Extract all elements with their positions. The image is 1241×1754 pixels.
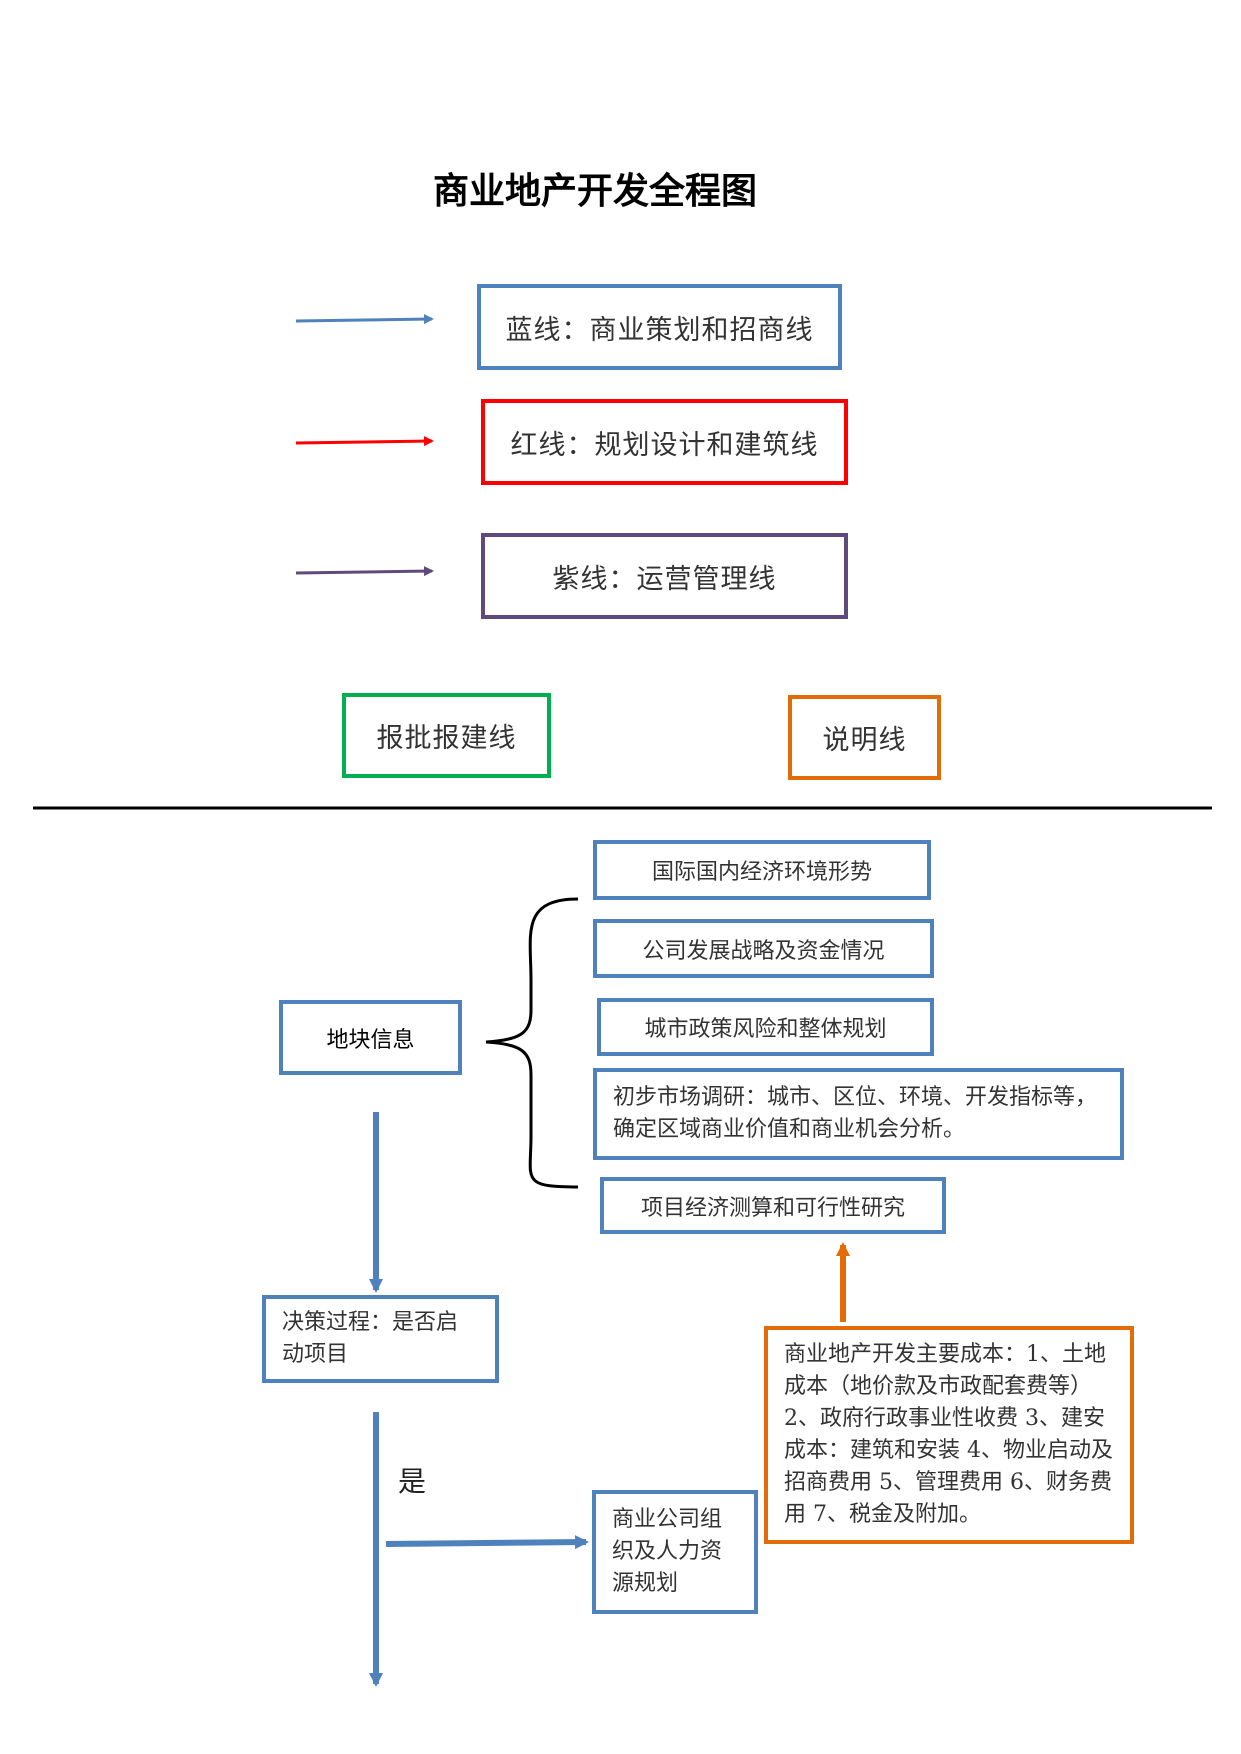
factor-box-4: 初步市场调研：城市、区位、环境、开发指标等，确定区域商业价值和商业机会分析。 <box>593 1068 1124 1160</box>
land-info-label: 地块信息 <box>326 1027 415 1053</box>
factor-box-5: 项目经济测算和可行性研究 <box>600 1177 946 1234</box>
legend-orange-label: 说明线 <box>822 725 907 756</box>
factor-label-1: 国际国内经济环境形势 <box>651 860 872 885</box>
factor-box-2: 公司发展战略及资金情况 <box>593 919 934 978</box>
org-planning-label: 商业公司组织及人力资源规划 <box>612 1507 723 1596</box>
legend-purple-box: 紫线：运营管理线 <box>481 533 848 619</box>
cost-note-label: 商业地产开发主要成本：1、土地成本（地价款及市政配套费等）2、政府行政事业性收费… <box>784 1342 1113 1527</box>
legend-red-label: 红线：规划设计和建筑线 <box>510 429 819 461</box>
legend-blue-box: 蓝线：商业策划和招商线 <box>477 284 842 370</box>
yes-label: 是 <box>398 1465 427 1498</box>
legend-green-box: 报批报建线 <box>342 693 551 778</box>
factor-box-3: 城市政策风险和整体规划 <box>597 998 934 1056</box>
legend-blue-label: 蓝线：商业策划和招商线 <box>505 314 814 346</box>
legend-purple-label: 紫线：运营管理线 <box>552 563 777 595</box>
legend-green-label: 报批报建线 <box>376 723 517 754</box>
legend-red-arrow <box>295 436 434 447</box>
legend-blue-arrow <box>295 314 434 325</box>
factor-box-1: 国际国内经济环境形势 <box>593 840 931 900</box>
factor-label-5: 项目经济测算和可行性研究 <box>640 1195 905 1221</box>
page-title: 商业地产开发全程图 <box>432 171 757 212</box>
factor-label-4: 初步市场调研：城市、区位、环境、开发指标等，确定区域商业价值和商业机会分析。 <box>613 1085 1098 1142</box>
decision-label: 决策过程：是否启动项目 <box>282 1310 459 1367</box>
org-planning-box: 商业公司组织及人力资源规划 <box>592 1490 758 1614</box>
legend-purple-arrow <box>295 566 434 577</box>
arrow-to-org-planning <box>385 1535 589 1550</box>
factor-brace <box>485 897 579 1189</box>
cost-note-box: 商业地产开发主要成本：1、土地成本（地价款及市政配套费等）2、政府行政事业性收费… <box>764 1326 1134 1544</box>
factor-label-2: 公司发展战略及资金情况 <box>642 938 885 964</box>
decision-box: 决策过程：是否启动项目 <box>262 1295 499 1383</box>
legend-red-box: 红线：规划设计和建筑线 <box>481 399 848 485</box>
land-info-box: 地块信息 <box>279 1000 462 1075</box>
legend-orange-box: 说明线 <box>788 695 941 780</box>
factor-label-3: 城市政策风险和整体规划 <box>644 1017 887 1042</box>
